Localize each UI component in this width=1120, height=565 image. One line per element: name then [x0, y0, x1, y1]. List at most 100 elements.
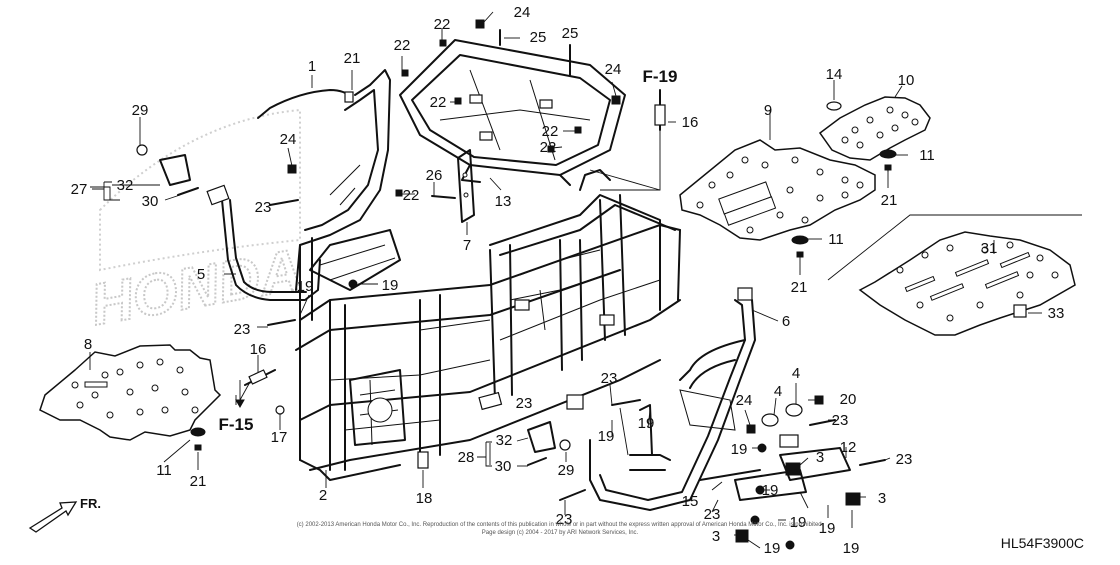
leader-lines [89, 11, 1042, 549]
callout-26: 26 [426, 167, 443, 184]
callout-28: 28 [458, 449, 475, 466]
callout-21a: 21 [881, 192, 898, 209]
callout-27: 27 [71, 181, 88, 198]
callout-24c: 24 [280, 131, 297, 148]
callout-8: 8 [84, 336, 92, 353]
part-7-bracket [457, 149, 475, 223]
copyright-notice: (c) 2002-2013 American Honda Motor Co., … [297, 522, 824, 536]
part-19-strap-right [629, 404, 671, 471]
callout-10: 10 [898, 72, 915, 89]
callout-22a: 22 [394, 37, 411, 54]
callout-13: 13 [495, 193, 512, 210]
part-13-upper-frame [399, 39, 626, 186]
callout-23e: 23 [704, 506, 721, 523]
part-9-center-plate [679, 139, 876, 241]
callout-9: 9 [764, 102, 772, 119]
callout-3c: 3 [712, 528, 720, 545]
svg-text:(c) 2002-2013 American Honda M: (c) 2002-2013 American Honda Motor Co., … [297, 522, 824, 528]
svg-text:F-19: F-19 [643, 67, 678, 86]
callout-24d: 24 [736, 392, 753, 409]
callout-19a: 19 [297, 278, 314, 295]
page-ref-f15[interactable]: F-15 [219, 380, 254, 434]
callout-17: 17 [271, 429, 288, 446]
callout-25a: 25 [530, 29, 547, 46]
callout-4a: 4 [792, 365, 800, 382]
callout-19h: 19 [819, 520, 836, 537]
left-rops-frame [295, 69, 391, 331]
callout-15: 15 [682, 493, 699, 510]
callout-29b: 29 [558, 462, 575, 479]
callout-30a: 30 [142, 193, 159, 210]
callout-7: 7 [463, 237, 471, 254]
callout-32a: 32 [117, 177, 134, 194]
callout-29a: 29 [132, 102, 149, 119]
callout-21c: 21 [190, 473, 207, 490]
callout-24a: 24 [514, 4, 531, 21]
callout-19c: 19 [638, 415, 655, 432]
callout-14: 14 [826, 66, 843, 83]
callout-23c: 23 [601, 370, 618, 387]
callout-labels: 1 2 3 3 3 4 4 5 6 7 8 9 10 11 11 11 12 1… [71, 4, 1065, 557]
callout-22f: 22 [403, 187, 420, 204]
callout-19e: 19 [731, 441, 748, 458]
group-brackets [92, 181, 492, 467]
part-5-left-roll-bar [206, 184, 321, 301]
hardware [136, 19, 1027, 550]
part-6-right-roll-bar [566, 287, 756, 511]
callout-33: 33 [1048, 305, 1065, 322]
honda-watermark: HONDA [85, 108, 308, 339]
callout-19j: 19 [843, 540, 860, 557]
callout-3b: 3 [878, 490, 886, 507]
part-10-small-plate [818, 96, 931, 161]
front-direction-arrow: FR. [28, 496, 101, 533]
callout-5: 5 [197, 266, 205, 283]
svg-text:HONDA: HONDA [86, 237, 307, 338]
callout-23a: 23 [255, 199, 272, 216]
callout-4b: 4 [774, 383, 782, 400]
part-31-right-plate [827, 214, 1082, 336]
callout-18: 18 [416, 490, 433, 507]
callout-16a: 16 [682, 114, 699, 131]
part-8-left-floor-plate [39, 344, 222, 441]
callout-22d: 22 [542, 123, 559, 140]
part-1-cable [257, 89, 354, 119]
part-2-main-frame [295, 169, 681, 481]
callout-23b: 23 [234, 321, 251, 338]
callout-2: 2 [319, 487, 327, 504]
callout-1: 1 [308, 58, 316, 75]
callout-30b: 30 [495, 458, 512, 475]
callout-22b: 22 [434, 16, 451, 33]
callout-21b: 21 [791, 279, 808, 296]
page-ref-f19[interactable]: F-19 [643, 67, 678, 86]
callout-19g: 19 [790, 514, 807, 531]
callout-20: 20 [840, 391, 857, 408]
callout-22c: 22 [430, 94, 447, 111]
callout-6: 6 [782, 313, 790, 330]
seat-platform [309, 229, 401, 291]
plate-8-holes [71, 358, 199, 419]
callout-19b: 19 [382, 277, 399, 294]
callout-11a: 11 [919, 147, 935, 164]
callout-16b: 16 [250, 341, 267, 358]
plate-31-slots [896, 241, 1059, 322]
callout-11b: 11 [828, 231, 844, 248]
callout-19f: 19 [762, 482, 779, 499]
callout-21d: 21 [344, 50, 361, 67]
svg-text:Page design (c) 2004 - 2017 by: Page design (c) 2004 - 2017 by ARI Netwo… [482, 530, 639, 536]
callout-19i: 19 [764, 540, 781, 557]
callout-32b: 32 [496, 432, 513, 449]
svg-text:F-15: F-15 [219, 415, 254, 434]
callout-23f: 23 [832, 412, 849, 429]
svg-text:FR.: FR. [80, 496, 101, 511]
callout-31: 31 [981, 240, 998, 257]
plate-9-holes [696, 156, 864, 234]
callout-24b: 24 [605, 61, 622, 78]
callout-11c: 11 [156, 462, 172, 479]
callout-12: 12 [840, 439, 857, 456]
callout-25b: 25 [562, 25, 579, 42]
callout-3a: 3 [816, 449, 824, 466]
diagram-code: HL54F3900C [1001, 535, 1084, 551]
callout-19d: 19 [598, 428, 615, 445]
callout-23g: 23 [896, 451, 913, 468]
